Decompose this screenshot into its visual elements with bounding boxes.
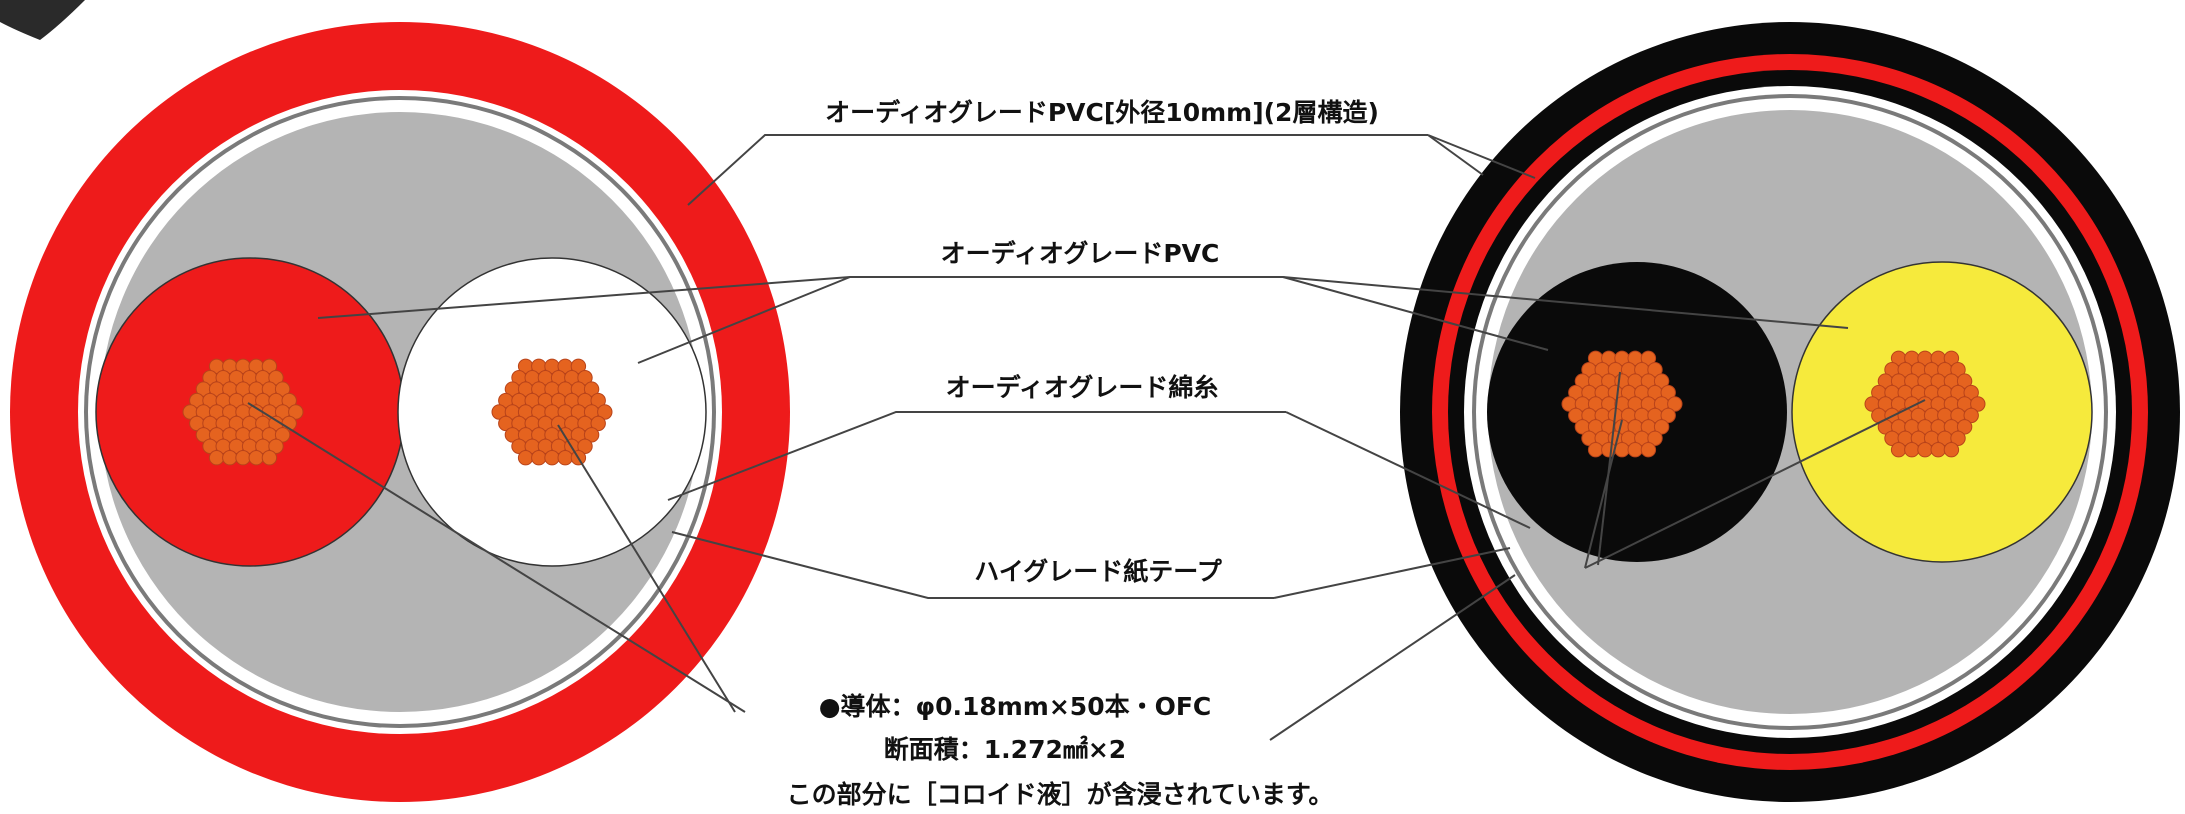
conductor-strand — [274, 427, 291, 443]
label-cross-section: 断面積：1.272㎟×2 — [884, 735, 1126, 764]
conductor-strand — [1950, 430, 1966, 446]
leader-cotton-a — [667, 411, 1286, 501]
right-conductor-b — [1864, 350, 1986, 458]
conductor-strand — [261, 450, 278, 466]
conductor-strand — [583, 427, 600, 443]
conductor-strand — [1950, 362, 1966, 378]
right-cable — [1400, 22, 2180, 802]
conductor-strand — [1970, 396, 1986, 412]
conductor-strand — [274, 381, 291, 397]
conductor-strand — [1647, 430, 1663, 446]
conductor-strand — [583, 381, 600, 397]
conductor-strand — [1904, 442, 1920, 458]
leader-outer-jacket-left — [687, 134, 1428, 206]
label-paper-tape: ハイグレード紙テープ — [974, 557, 1223, 586]
conductor-strand — [1963, 407, 1979, 424]
label-conductor: ●導体：φ0.18mm×50本・OFC — [819, 692, 1212, 721]
conductor-strand — [1660, 384, 1676, 401]
conductor-strand — [1943, 442, 1960, 458]
conductor-strand — [1660, 407, 1676, 424]
conductor-strand — [208, 450, 225, 466]
leader-cross-section — [1269, 574, 1516, 741]
conductor-strand — [570, 358, 587, 374]
conductor-strand — [544, 450, 560, 466]
conductor-strand — [1963, 384, 1979, 401]
leader-insulation-c — [1282, 276, 1549, 351]
conductor-strand — [531, 450, 547, 466]
leader-insulation-b — [637, 276, 851, 364]
conductor-strand — [1917, 442, 1933, 458]
leader-conductor-c — [1584, 419, 1623, 569]
conductor-strand — [222, 450, 238, 466]
conductor-strand — [248, 450, 264, 466]
conductor-strand — [1956, 419, 1973, 435]
conductor-strand — [1647, 362, 1663, 378]
conductor-strand — [590, 392, 606, 409]
leader-conductor-b — [557, 424, 736, 713]
conductor-strand — [1956, 373, 1973, 389]
leader-conductor-d — [1584, 399, 1926, 569]
leader-outer-jacket-right — [1427, 134, 1484, 176]
left-cable — [10, 22, 790, 802]
label-colloid-note: この部分に［コロイド液］が含浸されています。 — [787, 780, 1334, 809]
conductor-strand — [577, 370, 593, 386]
conductor-strand — [590, 415, 606, 432]
leader-conductor-e — [1597, 371, 1621, 566]
conductor-strand — [1890, 442, 1907, 458]
corner-arc-decoration — [0, 0, 85, 40]
conductor-strand — [1943, 350, 1960, 366]
conductor-strand — [1640, 442, 1657, 458]
leader-conductor-a — [247, 402, 746, 713]
right-cotton-filler — [1488, 110, 2092, 714]
label-inner-insulation: オーディオグレードPVC — [941, 239, 1220, 268]
leader-paper-a — [671, 531, 1274, 599]
label-outer-jacket: オーディオグレードPVC[外径10mm](2層構造) — [825, 98, 1379, 127]
conductor-strand — [557, 450, 573, 466]
conductor-strand — [1667, 396, 1683, 412]
conductor-strand — [577, 438, 593, 454]
left-conductor-b — [491, 358, 613, 466]
conductor-strand — [268, 370, 284, 386]
leader-paper-b — [1273, 547, 1511, 599]
conductor-strand — [1653, 419, 1670, 435]
conductor-strand — [1653, 373, 1670, 389]
conductor-strand — [597, 404, 613, 420]
conductor-strand — [288, 404, 304, 420]
conductor-strand — [1640, 350, 1657, 366]
leader-lines — [247, 134, 1926, 741]
conductor-strand — [1930, 442, 1946, 458]
left-conductor-a — [182, 358, 304, 466]
conductor-strand — [235, 450, 251, 466]
leader-cotton-b — [1285, 411, 1531, 529]
conductor-strand — [1627, 442, 1643, 458]
label-cotton-filler: オーディオグレード綿糸 — [946, 373, 1219, 402]
conductor-strand — [1614, 442, 1630, 458]
conductor-strand — [261, 358, 278, 374]
conductor-strand — [517, 450, 534, 466]
callout-labels: オーディオグレードPVC[外径10mm](2層構造) オーディオグレードPVC … — [787, 98, 1379, 809]
leader-outer-jacket-right-2 — [1427, 134, 1536, 179]
conductor-strand — [268, 438, 284, 454]
leader-insulation-d — [1282, 276, 1849, 329]
conductor-strand — [1587, 442, 1604, 458]
conductor-strand — [281, 392, 297, 409]
